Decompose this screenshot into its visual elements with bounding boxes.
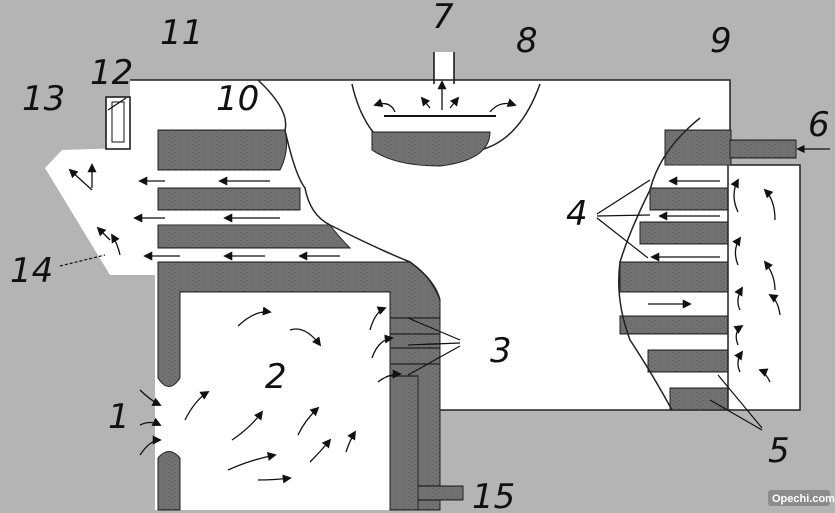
pipe-15 (417, 485, 464, 501)
watermark-text: Opechi.com (772, 493, 835, 505)
label-4: 4 (566, 194, 588, 234)
left-heat-exchanger (157, 79, 441, 511)
air-inlet (156, 377, 182, 459)
channels-3 (389, 317, 441, 511)
number-labels: 1 2 3 4 5 6 7 8 9 10 11 12 13 14 15 (10, 0, 830, 513)
label-1: 1 (108, 397, 130, 437)
label-2: 2 (265, 357, 287, 397)
label-6: 6 (808, 105, 830, 145)
pointer-lines (59, 97, 763, 431)
label-10: 10 (216, 79, 259, 119)
label-11: 11 (160, 13, 203, 53)
label-14: 14 (10, 251, 53, 291)
watermark: Opechi.com (768, 490, 835, 506)
flow-arrows (68, 80, 781, 484)
label-5: 5 (768, 431, 790, 471)
pipe-6 (729, 139, 830, 159)
label-13: 13 (22, 79, 65, 119)
label-15: 15 (472, 477, 515, 513)
label-12: 12 (90, 53, 133, 93)
label-8: 8 (516, 21, 538, 61)
label-7: 7 (432, 0, 454, 37)
label-9: 9 (710, 21, 732, 61)
label-3: 3 (490, 331, 512, 371)
top-dome (351, 83, 541, 167)
right-heat-exchanger (618, 117, 732, 411)
